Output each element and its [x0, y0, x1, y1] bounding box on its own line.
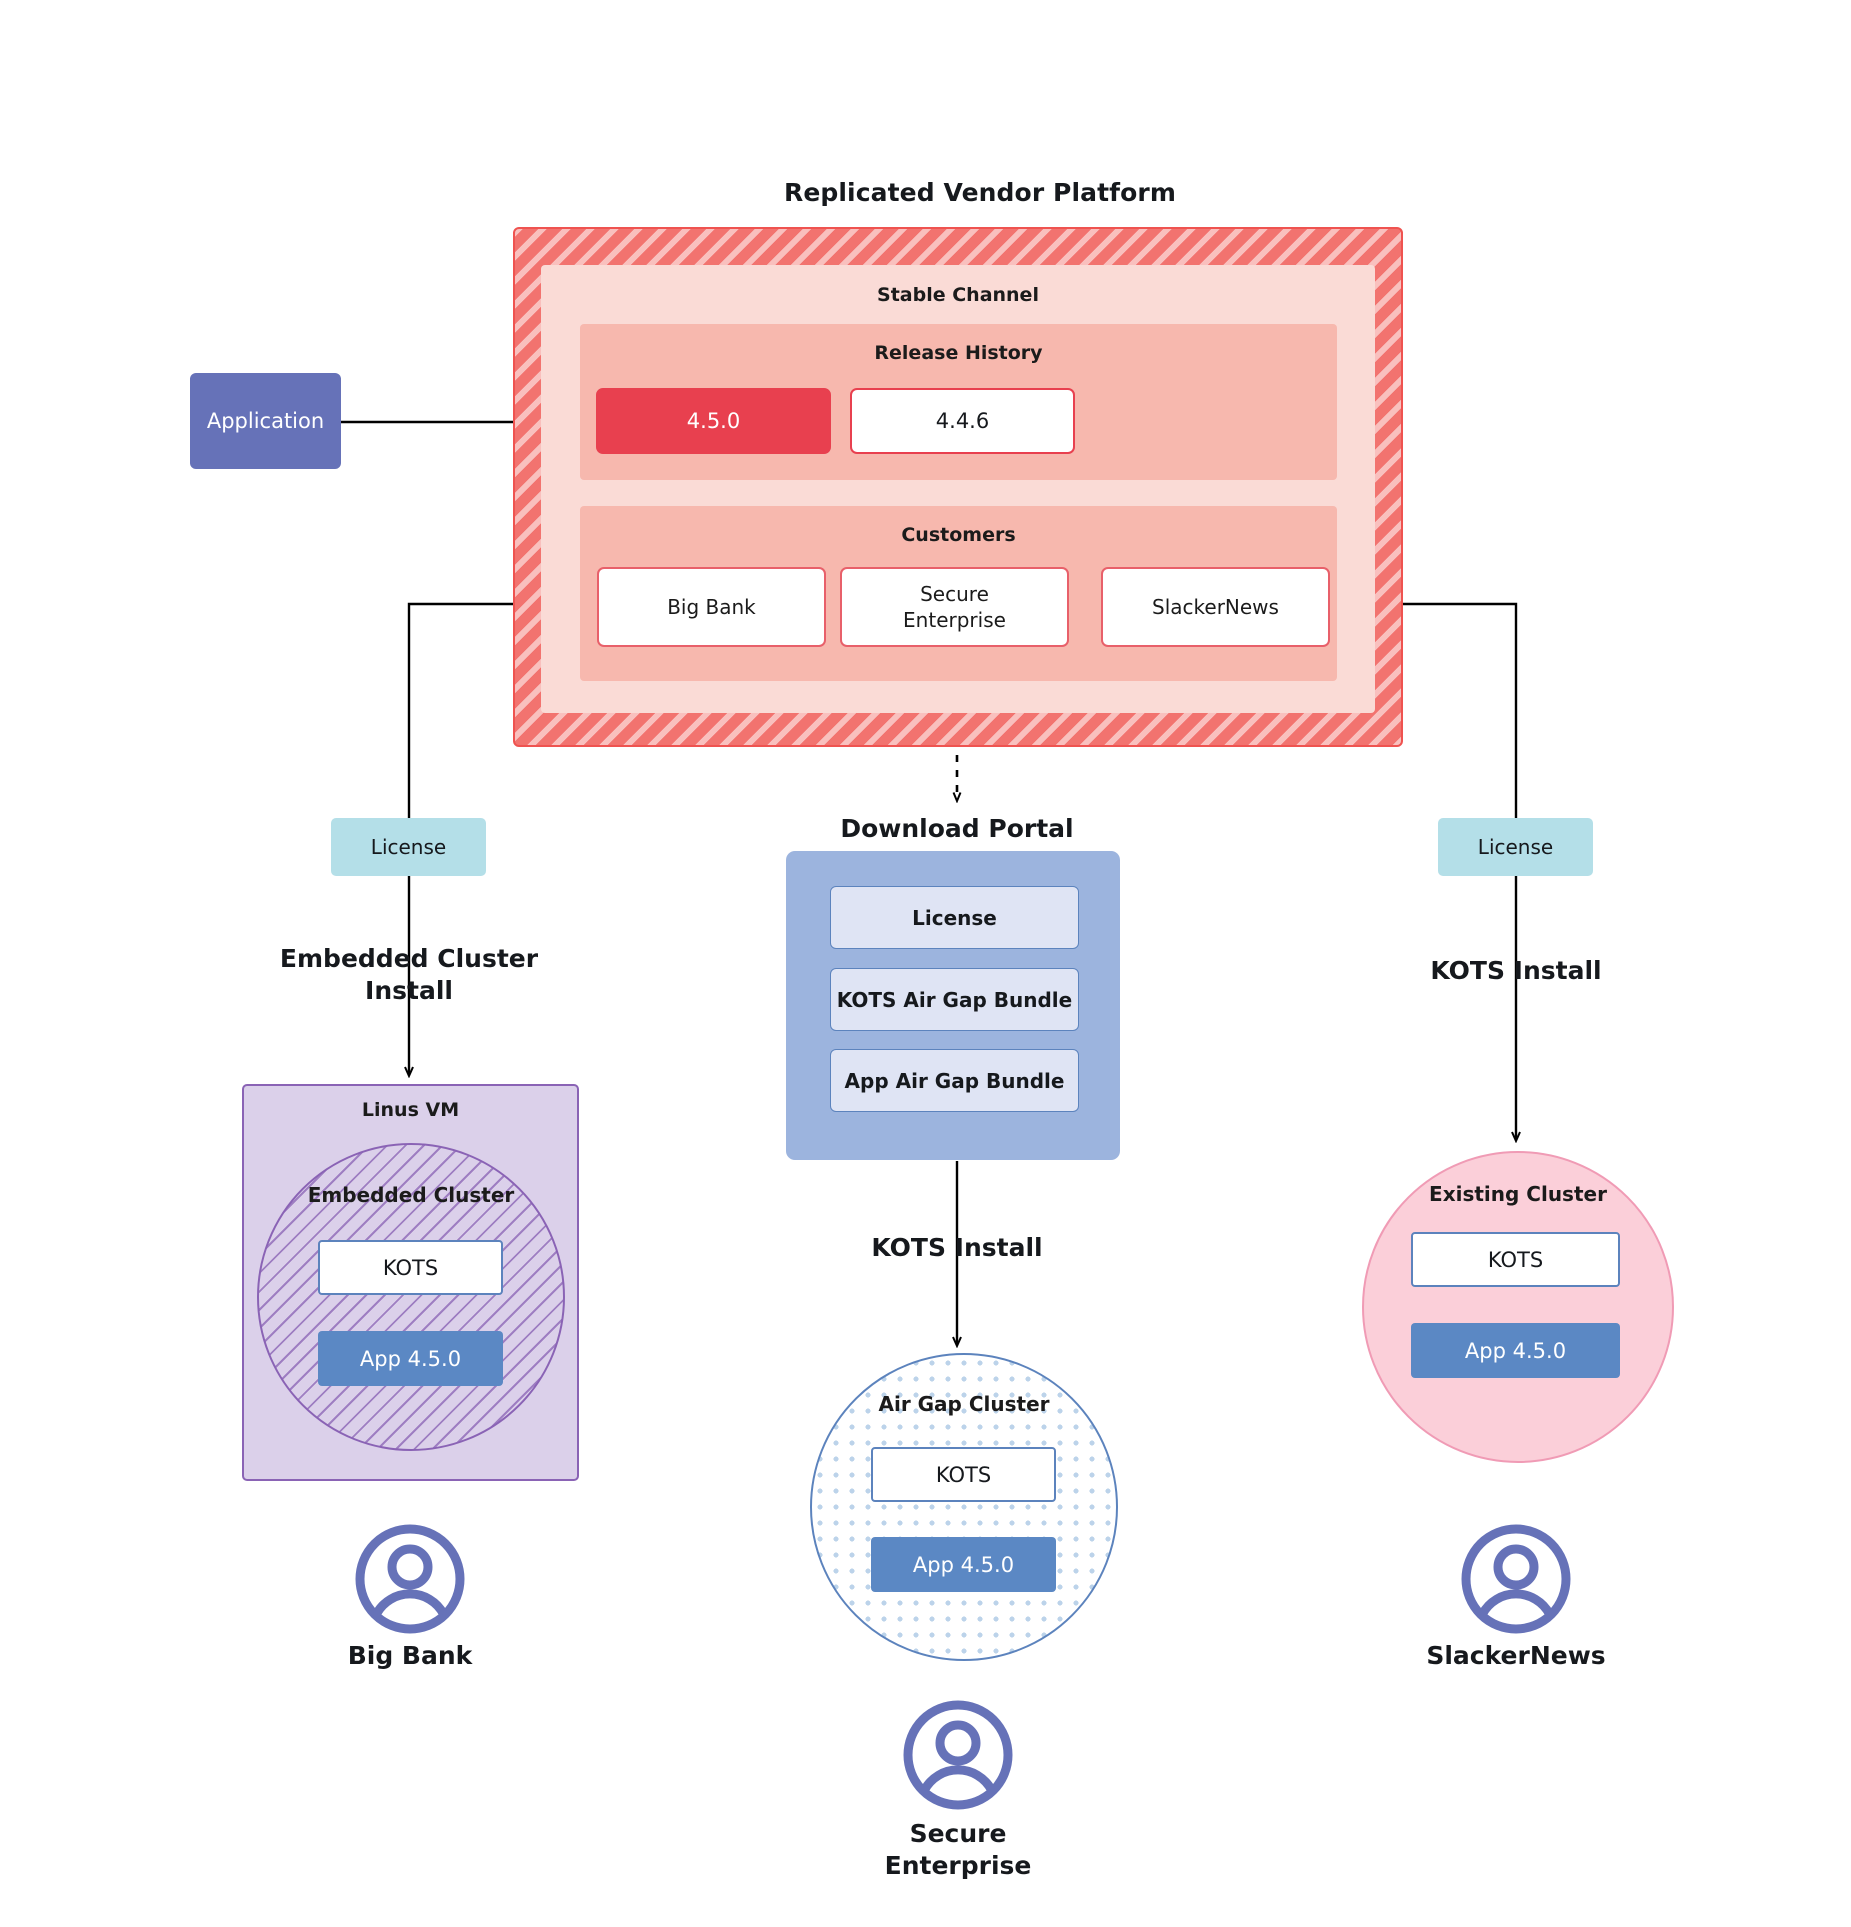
release-history-label: Release History [874, 342, 1043, 364]
customer-box-big-bank[interactable]: Big Bank [597, 567, 826, 647]
air-gap-cluster-circle [810, 1353, 1118, 1661]
app-version-box-airgap[interactable]: App 4.5.0 [871, 1537, 1056, 1592]
stable-channel-label: Stable Channel [877, 284, 1039, 306]
embedded-cluster-circle [257, 1143, 565, 1451]
license-label: License [370, 835, 447, 859]
application-box[interactable]: Application [190, 373, 341, 469]
persona-label-secure-enterprise: Secure Enterprise [884, 1819, 1032, 1880]
license-box-left[interactable]: License [331, 818, 486, 876]
portal-item-label: App Air Gap Bundle [844, 1068, 1065, 1093]
page-title: Replicated Vendor Platform [783, 178, 1177, 207]
kots-box-existing[interactable]: KOTS [1411, 1232, 1620, 1287]
portal-item-license[interactable]: License [830, 886, 1079, 949]
kots-box-airgap[interactable]: KOTS [871, 1447, 1056, 1502]
customer-name: Big Bank [667, 595, 756, 619]
release-box-current[interactable]: 4.5.0 [596, 388, 831, 454]
kots-label: KOTS [382, 1255, 439, 1280]
app-version-box-existing[interactable]: App 4.5.0 [1411, 1323, 1620, 1378]
persona-label-slackernews: SlackerNews [1426, 1641, 1606, 1670]
license-label: License [1477, 835, 1554, 859]
embedded-cluster-title: Embedded Cluster [307, 1183, 515, 1207]
portal-item-kots-air-gap-bundle[interactable]: KOTS Air Gap Bundle [830, 968, 1079, 1031]
avatar-big-bank [355, 1524, 465, 1634]
portal-item-app-air-gap-bundle[interactable]: App Air Gap Bundle [830, 1049, 1079, 1112]
app-version-label: App 4.5.0 [359, 1346, 462, 1371]
kots-label: KOTS [1487, 1247, 1544, 1272]
release-version: 4.5.0 [686, 409, 741, 433]
customers-label: Customers [901, 524, 1016, 546]
kots-box-embedded[interactable]: KOTS [318, 1240, 503, 1295]
app-version-label: App 4.5.0 [912, 1552, 1015, 1577]
download-portal-title: Download Portal [840, 814, 1074, 843]
release-version: 4.4.6 [935, 409, 990, 433]
license-box-right[interactable]: License [1438, 818, 1593, 876]
air-gap-cluster-title: Air Gap Cluster [878, 1392, 1050, 1416]
portal-item-label: License [912, 905, 997, 930]
install-label-embedded: Embedded Cluster Install [279, 944, 539, 1005]
avatar-slackernews [1461, 1524, 1571, 1634]
avatar-secure-enterprise [903, 1700, 1013, 1810]
existing-cluster-title: Existing Cluster [1429, 1182, 1607, 1206]
install-label-right: KOTS Install [1430, 956, 1602, 985]
linux-vm-title: Linus VM [361, 1099, 460, 1121]
kots-label: KOTS [935, 1462, 992, 1487]
application-label: Application [206, 409, 325, 433]
portal-item-label: KOTS Air Gap Bundle [836, 987, 1073, 1012]
persona-label-big-bank: Big Bank [347, 1641, 473, 1670]
install-label-center: KOTS Install [871, 1233, 1043, 1262]
app-version-label: App 4.5.0 [1464, 1338, 1567, 1363]
customer-name: SlackerNews [1152, 595, 1279, 619]
existing-cluster-circle [1362, 1151, 1674, 1463]
customer-box-slackernews[interactable]: SlackerNews [1101, 567, 1330, 647]
app-version-box-embedded[interactable]: App 4.5.0 [318, 1331, 503, 1386]
customer-name: Secure Enterprise [903, 582, 1006, 632]
release-box-previous[interactable]: 4.4.6 [850, 388, 1075, 454]
customer-box-secure-enterprise[interactable]: Secure Enterprise [840, 567, 1069, 647]
